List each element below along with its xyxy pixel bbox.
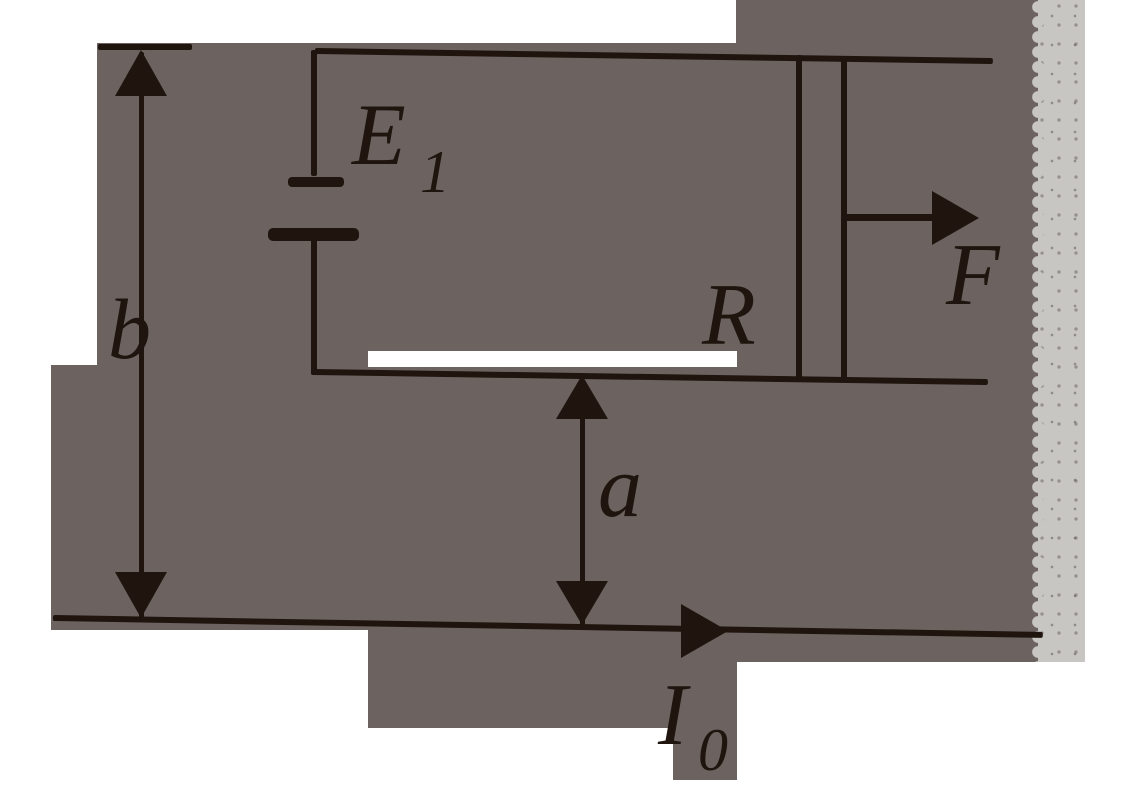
current-label: I	[658, 667, 688, 764]
arrow-down-icon	[115, 572, 167, 618]
distance-a-label: a	[598, 439, 642, 536]
battery-icon	[288, 177, 344, 187]
scan-background-main	[97, 43, 1040, 630]
dimension-b-tick	[98, 44, 192, 50]
arrow-down-icon	[556, 581, 608, 625]
resistance-label: R	[702, 267, 756, 364]
force-arrow-icon	[932, 191, 979, 245]
dimension-a-arrow	[580, 380, 585, 626]
arrow-up-icon	[556, 375, 608, 419]
scan-background-left	[51, 365, 97, 630]
distance-b-label: b	[108, 281, 151, 377]
battery-long-plate	[268, 228, 359, 241]
scan-background-bottom-mid	[368, 630, 737, 728]
scan-background-below-current-label	[673, 728, 737, 780]
scan-background-top-right	[736, 0, 1040, 43]
force-label: F	[946, 227, 1000, 324]
scan-edge-noise-strip	[1031, 0, 1085, 662]
current-subscript: 0	[698, 717, 728, 783]
arrow-up-icon	[115, 50, 167, 96]
emf-subscript: 1	[420, 139, 450, 205]
scan-white-artifact-strip	[368, 351, 737, 367]
battery-bottom-lead-wire	[311, 239, 317, 373]
emf-label: E	[352, 87, 406, 184]
battery-top-lead-wire	[311, 50, 317, 176]
force-arrow-stem	[844, 214, 936, 221]
dimension-b-arrow	[139, 52, 144, 618]
current-arrow-icon	[681, 604, 728, 658]
sliding-rod-left-line	[796, 55, 802, 379]
